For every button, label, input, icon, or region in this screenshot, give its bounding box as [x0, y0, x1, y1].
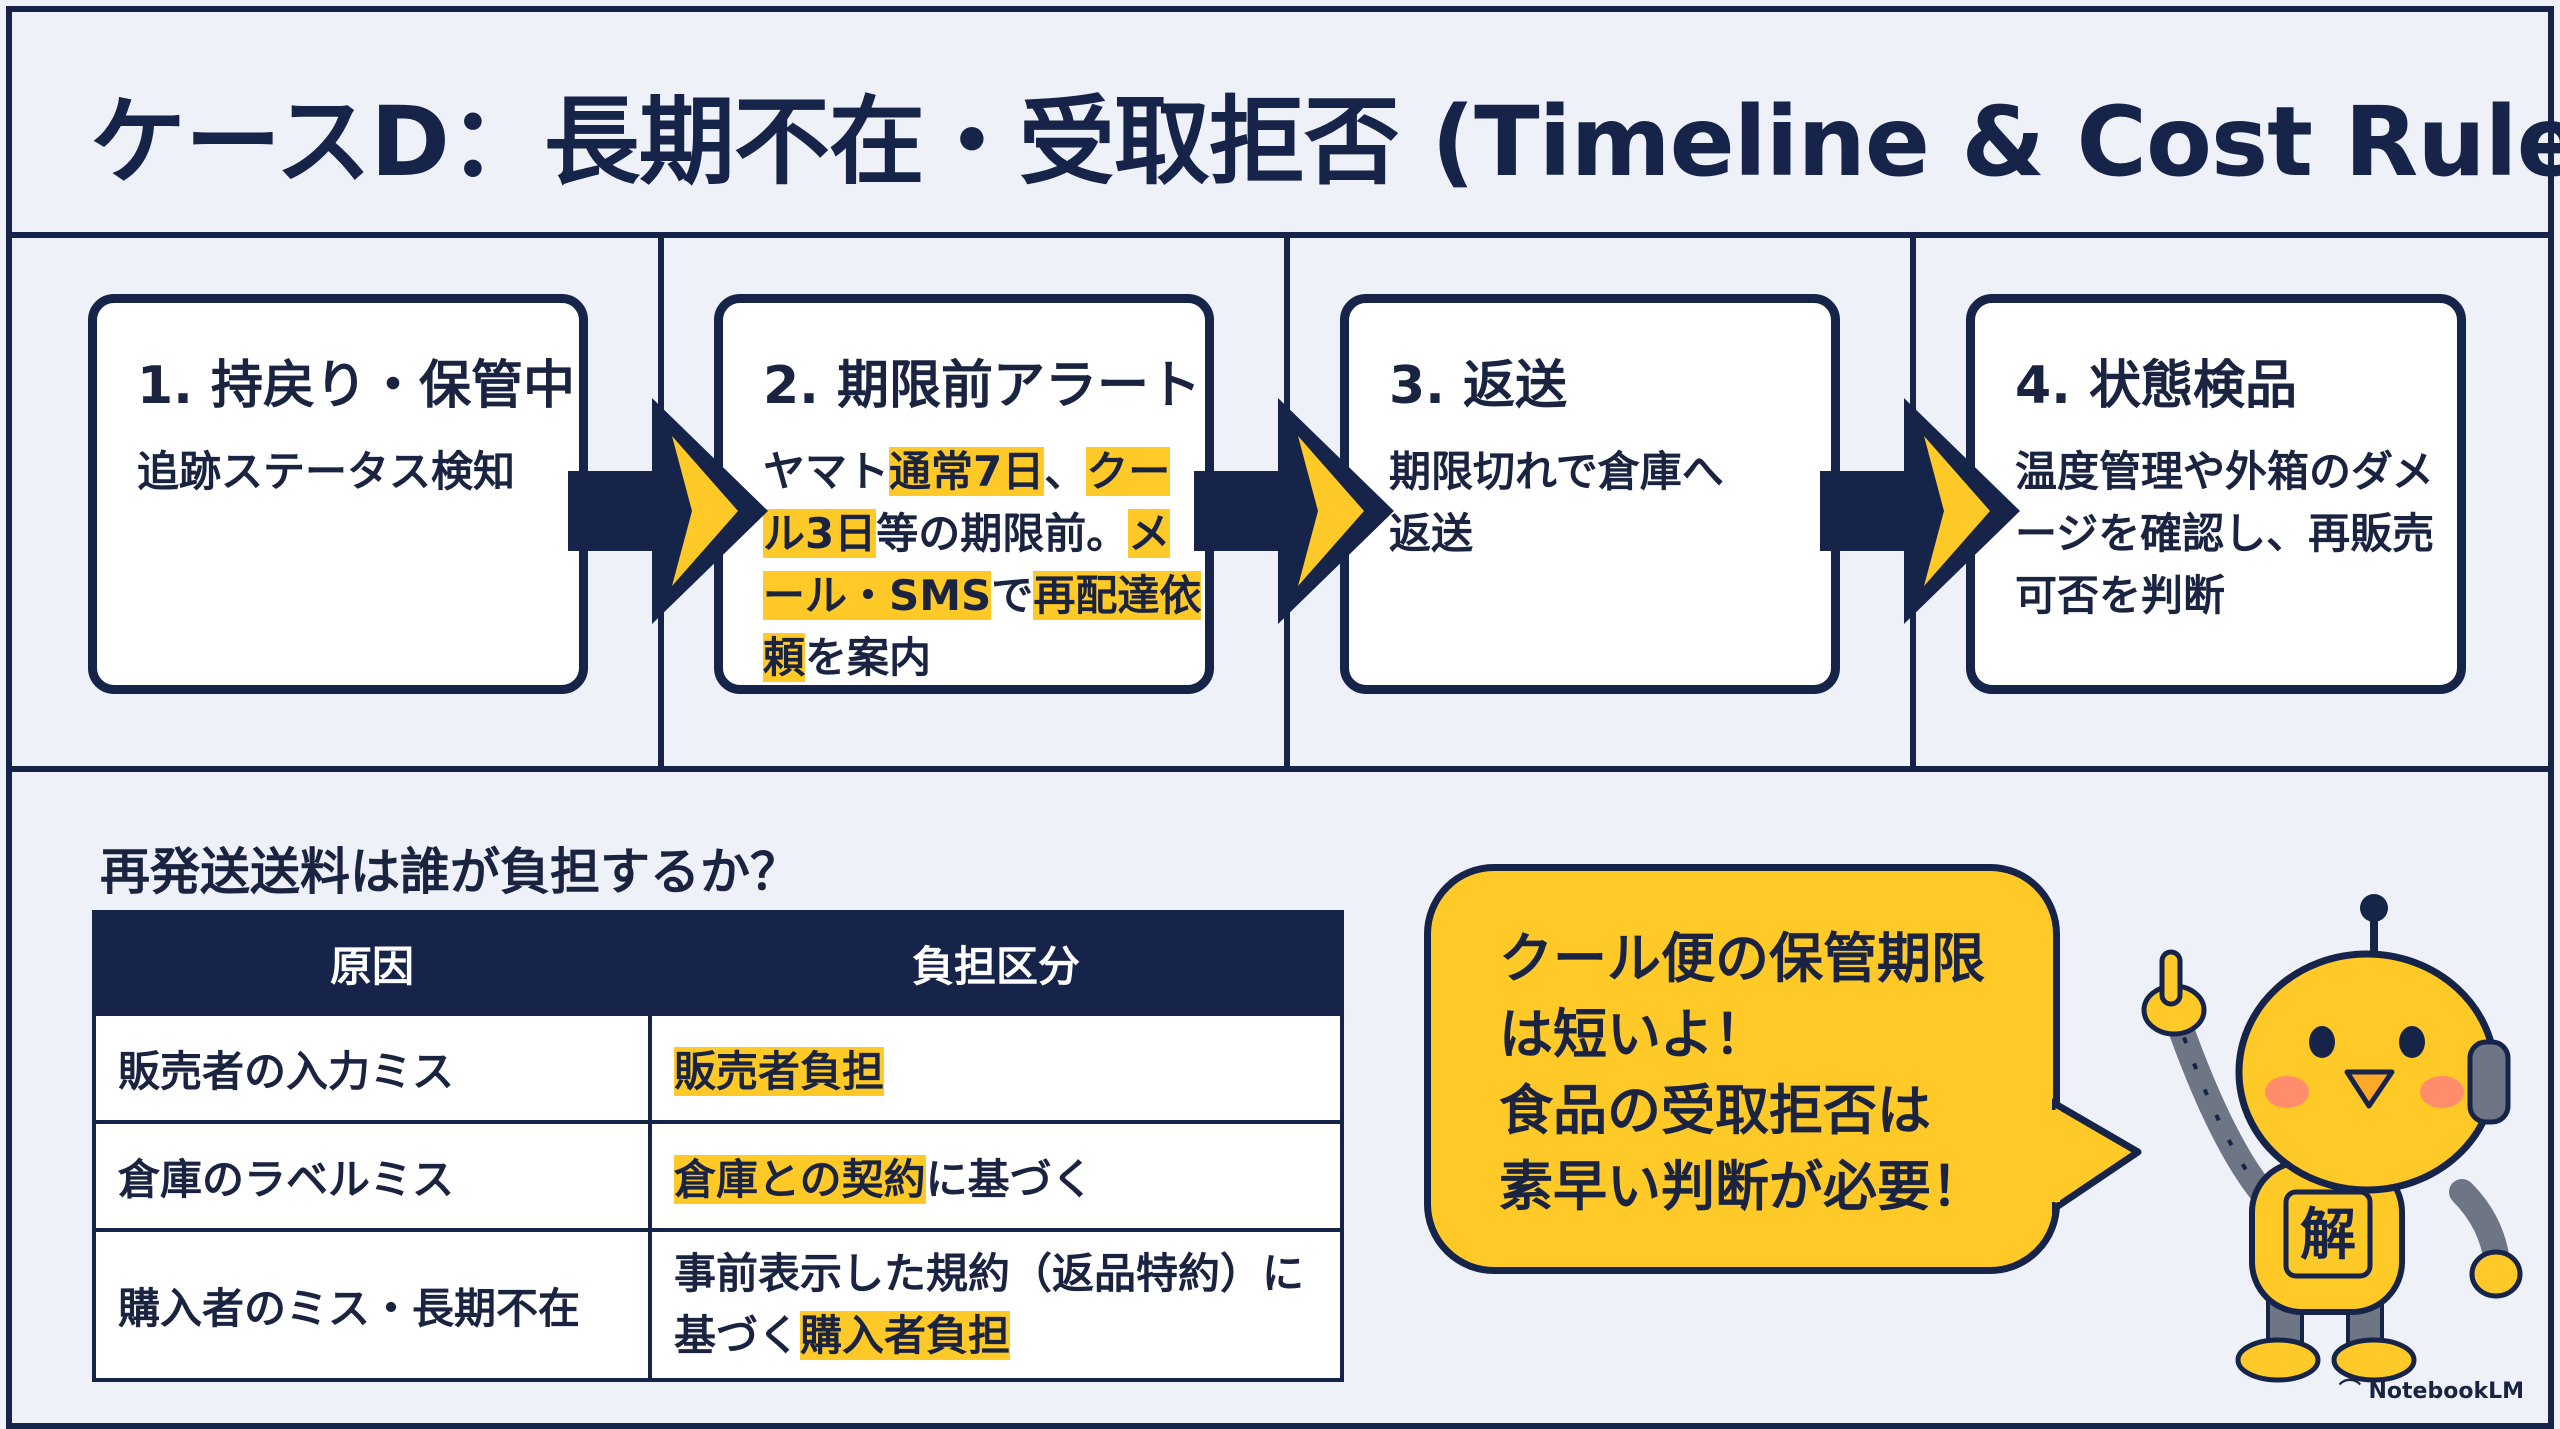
- cause-cell: 販売者の入力ミス: [92, 1012, 652, 1124]
- robot-mascot-icon: 解: [2141, 894, 2523, 1383]
- highlighted-text: 販売者負担: [674, 1046, 885, 1096]
- text-segment: 追跡ステータス検知: [137, 447, 516, 496]
- section-question: 再発送送料は誰が負担するか？: [100, 843, 800, 901]
- cost-table: 原因 負担区分 販売者の入力ミス 販売者負担 倉庫のラベルミス 倉庫との契約に基…: [92, 910, 1344, 1382]
- step-description: ヤマト通常7日、クール3日等の期限前。メール・SMSで再配達依頼を案内: [763, 441, 1203, 689]
- notebooklm-logo: ⌒ NotebookLM: [2338, 1379, 2524, 1404]
- mascot-badge: 解: [2300, 1203, 2356, 1268]
- cause-cell: 購入者のミス・長期不在: [92, 1228, 652, 1382]
- bubble-line: クール便の保管期限: [1499, 927, 1985, 990]
- step-title: 1. 持戻り・保管中: [137, 356, 576, 416]
- text-segment: 、: [1044, 447, 1087, 496]
- step-card-2: 2. 期限前アラート ヤマト通常7日、クール3日等の期限前。メール・SMSで再配…: [714, 294, 1214, 694]
- step-card-4: 4. 状態検品 温度管理や外箱のダメージを確認し、再販売可否を判断: [1966, 294, 2466, 694]
- step-title: 3. 返送: [1389, 356, 1568, 416]
- title-band: ケースD：長期不在・受取拒否 (Timeline & Cost Rules): [12, 12, 2560, 238]
- step-card-3: 3. 返送 期限切れで倉庫へ返送: [1340, 294, 1840, 694]
- cause-cell: 倉庫のラベルミス: [92, 1120, 652, 1232]
- arrow-right-icon: [568, 398, 768, 624]
- step-description: 追跡ステータス検知: [137, 441, 577, 503]
- step-description: 期限切れで倉庫へ返送: [1389, 441, 1749, 565]
- speech-bubble-tail: [2052, 1098, 2142, 1214]
- column-header-cause: 原因: [92, 910, 652, 1016]
- step-description: 温度管理や外箱のダメージを確認し、再販売可否を判断: [2015, 441, 2435, 627]
- text-segment: を案内: [805, 633, 932, 682]
- arrow-right-icon: [1820, 398, 2020, 624]
- speech-bubble: クール便の保管期限 は短いよ！ 食品の受取拒否は 素早い判断が必要！: [1424, 864, 2060, 1274]
- burden-cell: 販売者負担: [648, 1012, 1344, 1124]
- text-segment: で: [991, 571, 1034, 620]
- text-segment: 事前表示した規約（返品特約）に基づく: [674, 1249, 1305, 1360]
- bubble-line: 食品の受取拒否は: [1499, 1079, 1931, 1142]
- highlighted-text: 購入者負担: [800, 1311, 1011, 1360]
- logo-icon: ⌒: [2338, 1379, 2369, 1404]
- step-title: 4. 状態検品: [2015, 356, 2298, 416]
- table-row: 販売者の入力ミス 販売者負担: [92, 1012, 1344, 1124]
- step-card-1: 1. 持戻り・保管中 追跡ステータス検知: [88, 294, 588, 694]
- column-header-burden: 負担区分: [648, 910, 1344, 1016]
- bubble-text: クール便の保管期限 は短いよ！ 食品の受取拒否は 素早い判断が必要！: [1499, 921, 1985, 1225]
- text-segment: に基づく: [925, 1154, 1094, 1204]
- timeline-band: 1. 持戻り・保管中 追跡ステータス検知 2. 期限前アラート ヤマト通常7日、…: [12, 238, 2548, 772]
- table-row: 購入者のミス・長期不在 事前表示した規約（返品特約）に基づく購入者負担: [92, 1228, 1344, 1382]
- text-segment: 等の期限前。: [876, 509, 1129, 558]
- highlighted-text: 倉庫との契約: [674, 1154, 926, 1204]
- arrow-right-icon: [1194, 398, 1394, 624]
- table-row: 倉庫のラベルミス 倉庫との契約に基づく: [92, 1120, 1344, 1232]
- bubble-line: 素早い判断が必要！: [1499, 1155, 1985, 1218]
- bubble-line: は短いよ！: [1499, 1003, 1768, 1066]
- table-header-row: 原因 負担区分: [92, 910, 1344, 1016]
- highlighted-text: 通常7日: [889, 447, 1045, 496]
- text-segment: ヤマト: [763, 447, 890, 496]
- text-segment: 期限切れで倉庫へ返送: [1389, 447, 1724, 558]
- burden-cell: 倉庫との契約に基づく: [648, 1120, 1344, 1232]
- slide-frame: ケースD：長期不在・受取拒否 (Timeline & Cost Rules) 1…: [6, 6, 2560, 1429]
- text-segment: 温度管理や外箱のダメージを確認し、再販売可否を判断: [2015, 447, 2435, 620]
- page-title: ケースD：長期不在・受取拒否 (Timeline & Cost Rules): [90, 86, 2560, 198]
- step-title: 2. 期限前アラート: [763, 356, 1202, 416]
- burden-cell: 事前表示した規約（返品特約）に基づく購入者負担: [648, 1228, 1344, 1382]
